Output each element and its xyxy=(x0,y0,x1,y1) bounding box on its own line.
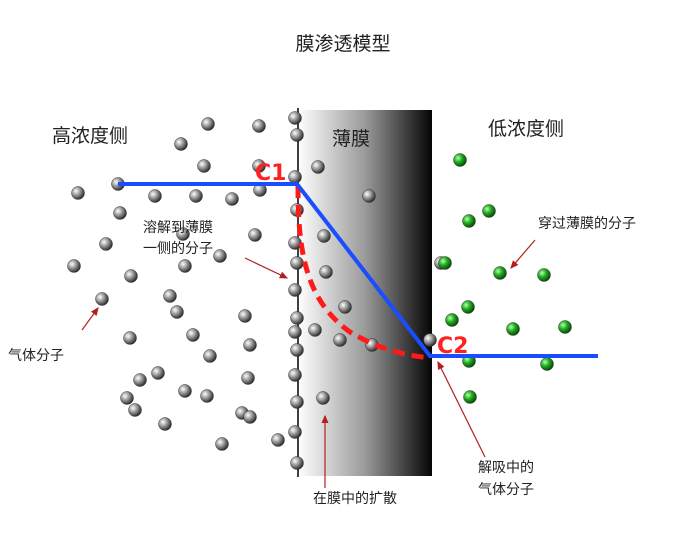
molecule xyxy=(317,229,331,243)
passed-molecules xyxy=(438,153,572,404)
molecule xyxy=(186,328,200,342)
molecule xyxy=(288,325,302,339)
molecule xyxy=(176,227,190,241)
concentration-curve xyxy=(295,185,431,361)
desorb-label-2: 气体分子 xyxy=(478,482,534,498)
molecule xyxy=(213,249,227,263)
molecule xyxy=(243,410,257,424)
molecule xyxy=(163,289,177,303)
molecule xyxy=(271,433,285,447)
molecule xyxy=(158,417,172,431)
passed-label: 穿过薄膜的分子 xyxy=(538,216,636,232)
molecule xyxy=(290,311,304,325)
molecule xyxy=(95,292,109,306)
molecule xyxy=(215,437,229,451)
molecule xyxy=(288,283,302,297)
molecule xyxy=(288,368,302,382)
molecule xyxy=(540,357,554,371)
molecule xyxy=(493,266,507,280)
molecule xyxy=(461,300,475,314)
gas-molecule-label: 气体分子 xyxy=(8,348,64,364)
molecule xyxy=(243,338,257,352)
c1-marker: C1 xyxy=(255,161,286,186)
desorb-label-1: 解吸中的 xyxy=(478,460,534,476)
molecule xyxy=(445,313,459,327)
molecule xyxy=(453,153,467,167)
molecule xyxy=(238,309,252,323)
molecule xyxy=(438,256,452,270)
molecule xyxy=(113,206,127,220)
molecule xyxy=(463,390,477,404)
molecule xyxy=(123,331,137,345)
molecule xyxy=(311,160,325,174)
molecule xyxy=(148,189,162,203)
desorb-arrow xyxy=(437,360,486,458)
molecule xyxy=(203,349,217,363)
molecule xyxy=(308,323,322,337)
dissolved-label-2: 一侧的分子 xyxy=(143,241,213,257)
molecule xyxy=(338,300,352,314)
molecule xyxy=(241,371,255,385)
molecule xyxy=(120,391,134,405)
molecule xyxy=(462,214,476,228)
diffusion-label: 在膜中的扩散 xyxy=(313,491,397,507)
molecule xyxy=(178,384,192,398)
molecule xyxy=(178,259,192,273)
molecule xyxy=(133,373,147,387)
molecule xyxy=(71,186,85,200)
molecule xyxy=(252,159,266,173)
molecule xyxy=(482,204,496,218)
molecule xyxy=(288,170,302,184)
molecule xyxy=(99,237,113,251)
molecule xyxy=(537,268,551,282)
molecule xyxy=(197,159,211,173)
molecule xyxy=(288,111,302,125)
molecule xyxy=(316,391,330,405)
molecule xyxy=(189,189,203,203)
passed-arrow xyxy=(510,239,536,269)
molecule xyxy=(290,343,304,357)
high-concentration-label: 高浓度侧 xyxy=(52,125,128,147)
molecule xyxy=(248,228,262,242)
molecule xyxy=(225,192,239,206)
dissolved-arrow xyxy=(244,257,289,279)
molecule xyxy=(124,269,138,283)
gas-molecule-arrow xyxy=(81,307,99,331)
diagram-title: 膜渗透模型 xyxy=(295,33,390,55)
low-concentration-label: 低浓度侧 xyxy=(488,118,564,140)
molecule xyxy=(200,389,214,403)
molecule xyxy=(333,333,347,347)
gas-molecules xyxy=(67,111,448,470)
molecule xyxy=(252,119,266,133)
molecule xyxy=(423,333,437,347)
molecule xyxy=(67,259,81,273)
molecule xyxy=(151,366,165,380)
molecule xyxy=(290,128,304,142)
molecule xyxy=(128,403,142,417)
c2-marker: C2 xyxy=(437,334,468,359)
molecule xyxy=(288,425,302,439)
molecule xyxy=(174,137,188,151)
molecule xyxy=(201,117,215,131)
molecule xyxy=(170,305,184,319)
molecule xyxy=(506,322,520,336)
molecule xyxy=(362,189,376,203)
membrane-label: 薄膜 xyxy=(332,128,370,150)
molecule xyxy=(290,456,304,470)
dissolved-label-1: 溶解到薄膜 xyxy=(143,220,213,236)
molecule xyxy=(290,256,304,270)
molecule xyxy=(290,395,304,409)
concentration-profile-line xyxy=(118,182,598,358)
molecule xyxy=(558,320,572,334)
molecule xyxy=(319,265,333,279)
